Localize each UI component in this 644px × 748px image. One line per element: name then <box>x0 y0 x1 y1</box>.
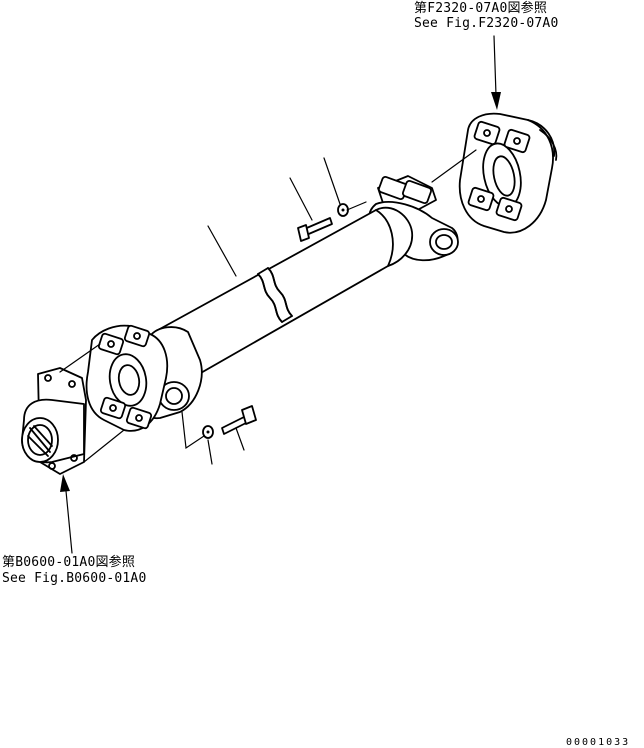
leader-arrow-bottom <box>60 474 73 554</box>
left-universal-joint <box>85 324 203 432</box>
callout-lower-washer <box>207 439 213 465</box>
callout-upper-washer <box>323 157 341 205</box>
left-companion-flange <box>21 367 87 475</box>
callout-tube <box>207 225 237 277</box>
ref-top-jp: 第F2320-07A0図参照 <box>414 1 548 16</box>
callout-upper-bolt <box>289 177 313 221</box>
lower-bolt <box>221 405 257 435</box>
upper-bolt-line <box>346 201 367 211</box>
right-flange-yoke <box>458 112 558 234</box>
ref-bottom-jp: 第B0600-01A0図参照 <box>2 555 136 570</box>
leader-arrow-top <box>491 35 501 110</box>
upper-bolt <box>297 217 333 242</box>
callout-lower-bolt <box>235 427 245 451</box>
assembly-line-left-bottom <box>83 429 125 463</box>
ref-top-en: See Fig.F2320-07A0 <box>414 16 559 31</box>
ref-bottom-en: See Fig.B0600-01A0 <box>2 571 147 586</box>
drawing-number: 00001033 <box>566 737 631 748</box>
lower-bolt-line <box>181 411 205 450</box>
assembly-line-left-top <box>59 343 101 373</box>
lower-washer <box>202 425 214 439</box>
assembly-line-right <box>431 149 477 183</box>
